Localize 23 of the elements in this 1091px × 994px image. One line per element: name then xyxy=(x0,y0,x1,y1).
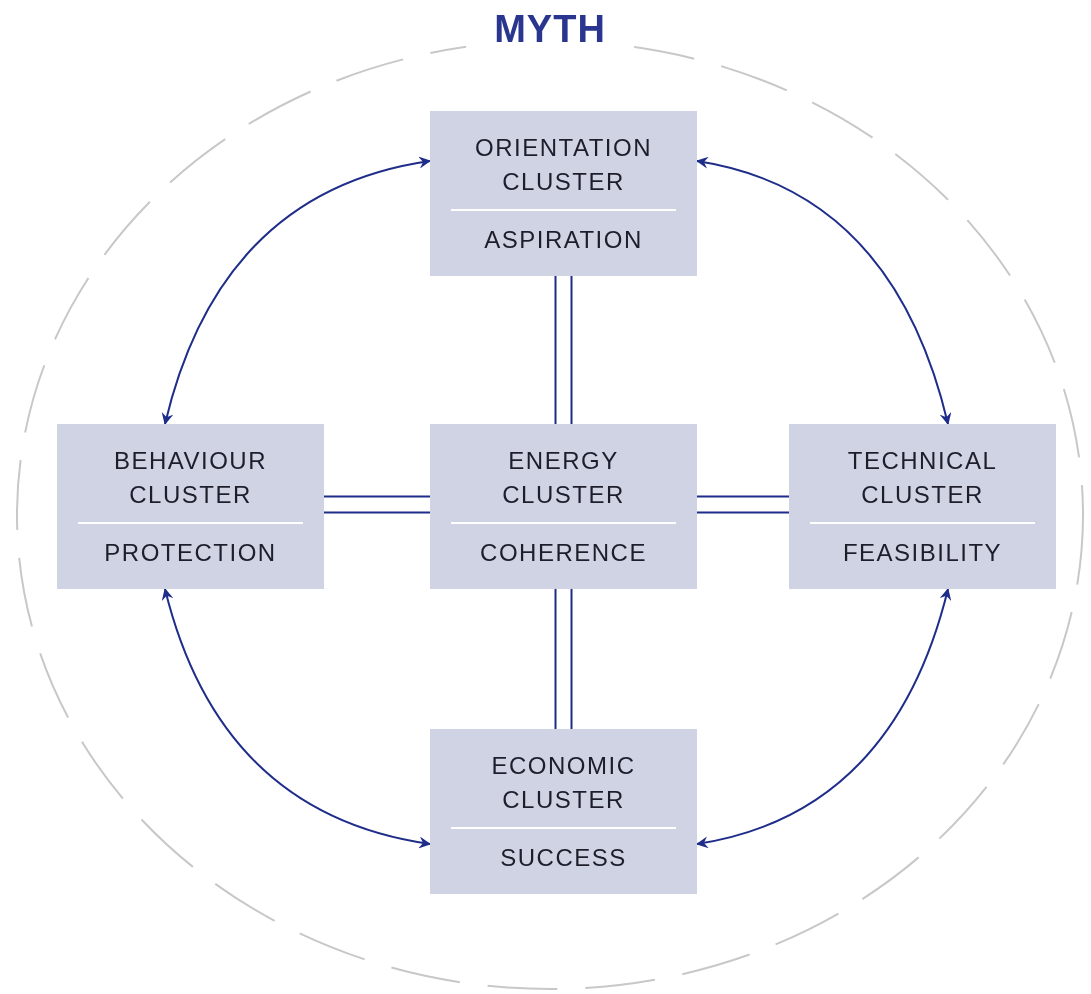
cluster-name: ORIENTATION CLUSTER xyxy=(474,132,653,197)
double-line-connector xyxy=(554,588,573,730)
cluster-box xyxy=(57,424,324,589)
cluster-box xyxy=(430,111,697,276)
cluster-box xyxy=(430,729,697,894)
cluster-value: SUCCESS xyxy=(500,842,627,873)
cluster-name: ENERGY CLUSTER xyxy=(501,445,626,510)
double-headed-arrow xyxy=(696,588,951,848)
double-line-connector xyxy=(323,495,431,514)
cluster-name: ECONOMIC CLUSTER xyxy=(490,750,637,815)
double-headed-arrow xyxy=(696,157,951,425)
double-line-connector xyxy=(696,495,790,514)
cluster-value: PROTECTION xyxy=(104,537,277,568)
cluster-name: TECHNICAL CLUSTER xyxy=(846,445,999,510)
cluster-value: FEASIBILITY xyxy=(842,537,1003,568)
double-headed-arrow xyxy=(162,588,431,848)
double-line-connector xyxy=(554,275,573,425)
double-headed-arrow xyxy=(162,157,431,425)
cluster-box xyxy=(430,424,697,589)
cluster-value: ASPIRATION xyxy=(484,224,643,255)
cluster-value: COHERENCE xyxy=(480,537,647,568)
cluster-box xyxy=(789,424,1056,589)
cluster-name: BEHAVIOUR CLUSTER xyxy=(112,445,269,510)
